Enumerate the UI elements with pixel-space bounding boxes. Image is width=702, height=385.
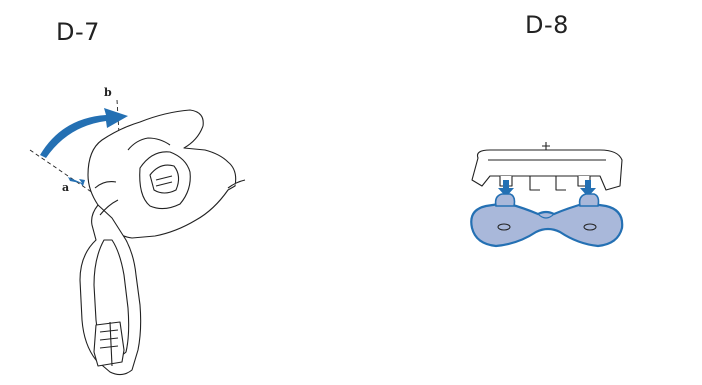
nasal-pillow-insert <box>471 194 622 246</box>
frame-top <box>472 142 622 190</box>
